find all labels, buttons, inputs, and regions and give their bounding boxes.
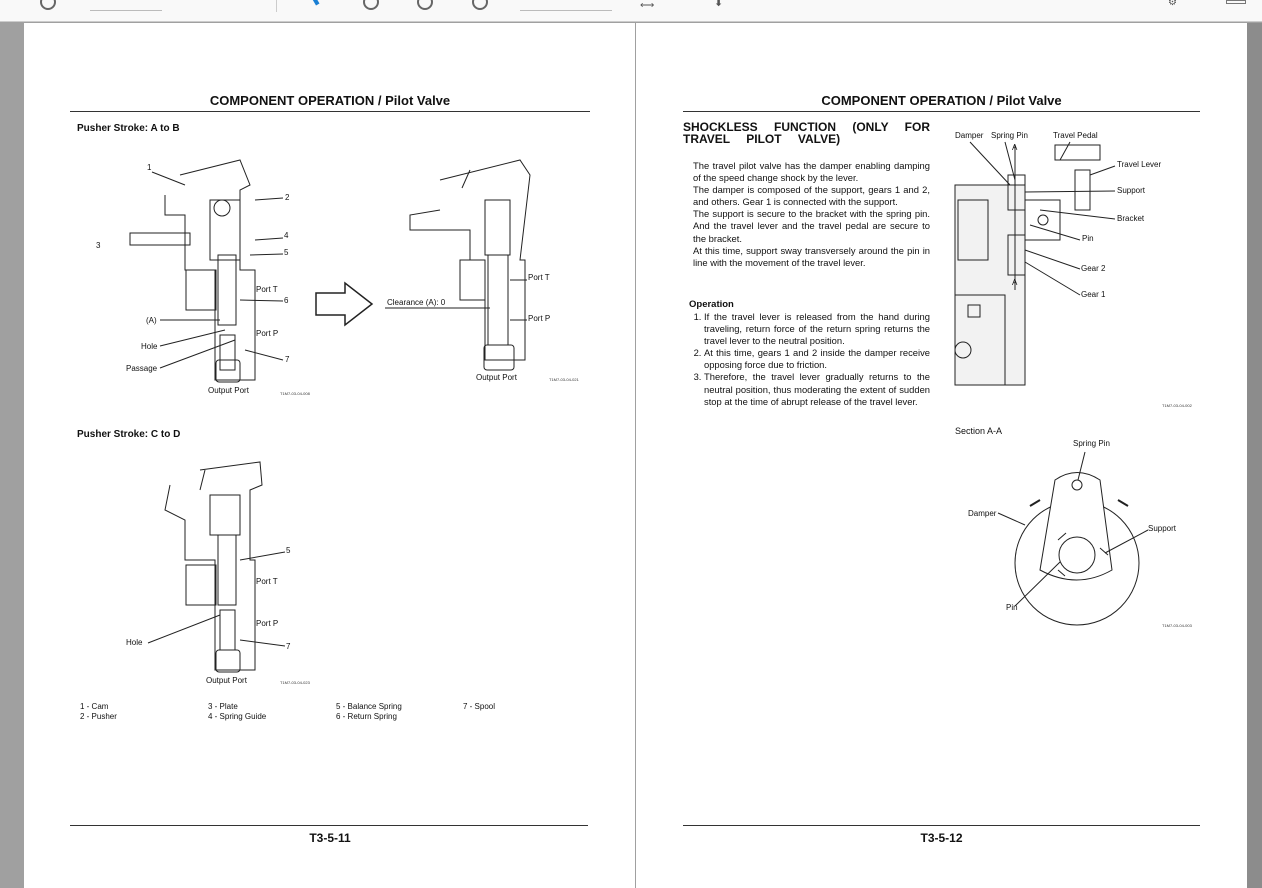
label-section-a: A <box>1012 278 1018 287</box>
page-title: COMPONENT OPERATION / Pilot Valve <box>821 93 1062 108</box>
fit-width-icon[interactable]: ⟷ <box>640 0 655 11</box>
list-item: At this time, gears 1 and 2 inside the d… <box>704 347 930 371</box>
callout-2: 2 <box>285 193 290 202</box>
page-title: COMPONENT OPERATION / Pilot Valve <box>209 93 451 108</box>
figure-id: T1M7-03-04-008 <box>280 391 310 396</box>
left-margin <box>0 23 24 888</box>
rotate-button[interactable] <box>363 0 379 10</box>
callout-5: 5 <box>286 546 291 555</box>
label-pin: Pin <box>1006 603 1018 612</box>
label-gear-1: Gear 1 <box>1081 290 1106 299</box>
description-text: The travel pilot valve has the damper en… <box>693 160 930 269</box>
viewer-toolbar: ⟷ ⬇ ⚙ <box>0 0 1262 22</box>
label-output-port: Output Port <box>208 386 249 395</box>
callout-3: 3 <box>96 241 101 250</box>
page-left <box>24 23 635 888</box>
label-gear-2: Gear 2 <box>1081 264 1106 273</box>
vertical-scrollbar[interactable] <box>1247 23 1262 888</box>
zoom-in-button[interactable] <box>417 0 433 10</box>
label-damper: Damper <box>968 509 997 518</box>
callout-6: 6 <box>284 296 289 305</box>
footer-rule <box>683 825 1200 826</box>
header-rule <box>70 111 590 112</box>
legend-item: 1 - Cam <box>80 702 109 711</box>
page-input[interactable] <box>90 10 162 11</box>
page-number: T3-5-11 <box>309 831 351 845</box>
figure-id: T1M7-03-04-002 <box>1162 403 1192 408</box>
label-port-p: Port P <box>528 314 551 323</box>
zoom-button[interactable] <box>472 0 488 10</box>
label-travel-pedal: Travel Pedal <box>1053 131 1098 140</box>
figure-id: T1M7-03-04-023 <box>280 680 310 685</box>
zoom-input[interactable] <box>520 10 612 11</box>
callout-5: 5 <box>284 248 289 257</box>
legend-item: 7 - Spool <box>463 702 496 711</box>
page-right <box>636 23 1247 888</box>
label-hole: Hole <box>126 638 143 647</box>
menu-icon[interactable] <box>1226 0 1246 4</box>
label-bracket: Bracket <box>1117 214 1145 223</box>
label-spring-pin: Spring Pin <box>991 131 1028 140</box>
legend-item: 5 - Balance Spring <box>336 702 402 711</box>
label-pin: Pin <box>1082 234 1094 243</box>
label-port-t: Port T <box>256 285 278 294</box>
label-output-port: Output Port <box>206 676 247 685</box>
label-spring-pin: Spring Pin <box>1073 439 1110 448</box>
label-output-port: Output Port <box>476 373 517 382</box>
paragraph: The support is secure to the bracket wit… <box>693 208 930 244</box>
divider <box>276 0 277 12</box>
callout-4: 4 <box>284 231 289 240</box>
list-item: Therefore, the travel lever gradually re… <box>704 371 930 407</box>
label-port-t: Port T <box>528 273 550 282</box>
label-port-t: Port T <box>256 577 278 586</box>
paragraph: At this time, support sway transversely … <box>693 244 930 268</box>
callout-1: 1 <box>147 163 152 172</box>
label-port-p: Port P <box>256 619 279 628</box>
label-section-a: A <box>1012 143 1018 152</box>
zoom-out-button[interactable] <box>40 0 56 10</box>
download-icon[interactable]: ⬇ <box>714 0 724 9</box>
section-heading: SHOCKLESS FUNCTION (ONLY FOR TRAVEL PILO… <box>683 120 931 146</box>
operation-heading: Operation <box>689 299 734 310</box>
page-number: T3-5-12 <box>920 831 963 845</box>
section-heading: Pusher Stroke: A to B <box>77 123 180 134</box>
label-clearance: Clearance (A): 0 <box>387 298 446 307</box>
callout-7: 7 <box>285 355 290 364</box>
legend-item: 3 - Plate <box>208 702 238 711</box>
label-damper: Damper <box>955 131 984 140</box>
settings-icon[interactable]: ⚙ <box>1168 0 1177 8</box>
section-aa-label: Section A-A <box>955 426 1003 436</box>
label-passage: Passage <box>126 364 158 373</box>
operation-list: If the travel lever is released from the… <box>689 311 930 408</box>
header-rule <box>683 111 1200 112</box>
figure-id: T1M7-03-04-021 <box>549 377 579 382</box>
paragraph: The travel pilot valve has the damper en… <box>693 160 930 184</box>
label-travel-lever: Travel Lever <box>1117 160 1162 169</box>
label-a: (A) <box>146 316 157 325</box>
paragraph: The damper is composed of the support, g… <box>693 184 930 208</box>
callout-7: 7 <box>286 642 291 651</box>
section-heading: Pusher Stroke: C to D <box>77 429 181 440</box>
label-support: Support <box>1148 524 1177 533</box>
legend-item: 4 - Spring Guide <box>208 712 267 721</box>
label-port-p: Port P <box>256 329 279 338</box>
footer-rule <box>70 825 588 826</box>
label-hole: Hole <box>141 342 158 351</box>
legend-item: 2 - Pusher <box>80 712 117 721</box>
figure-id: T1M7-03-04-003 <box>1162 623 1192 628</box>
list-item: If the travel lever is released from the… <box>704 311 930 347</box>
legend-item: 6 - Return Spring <box>336 712 397 721</box>
label-support: Support <box>1117 186 1146 195</box>
